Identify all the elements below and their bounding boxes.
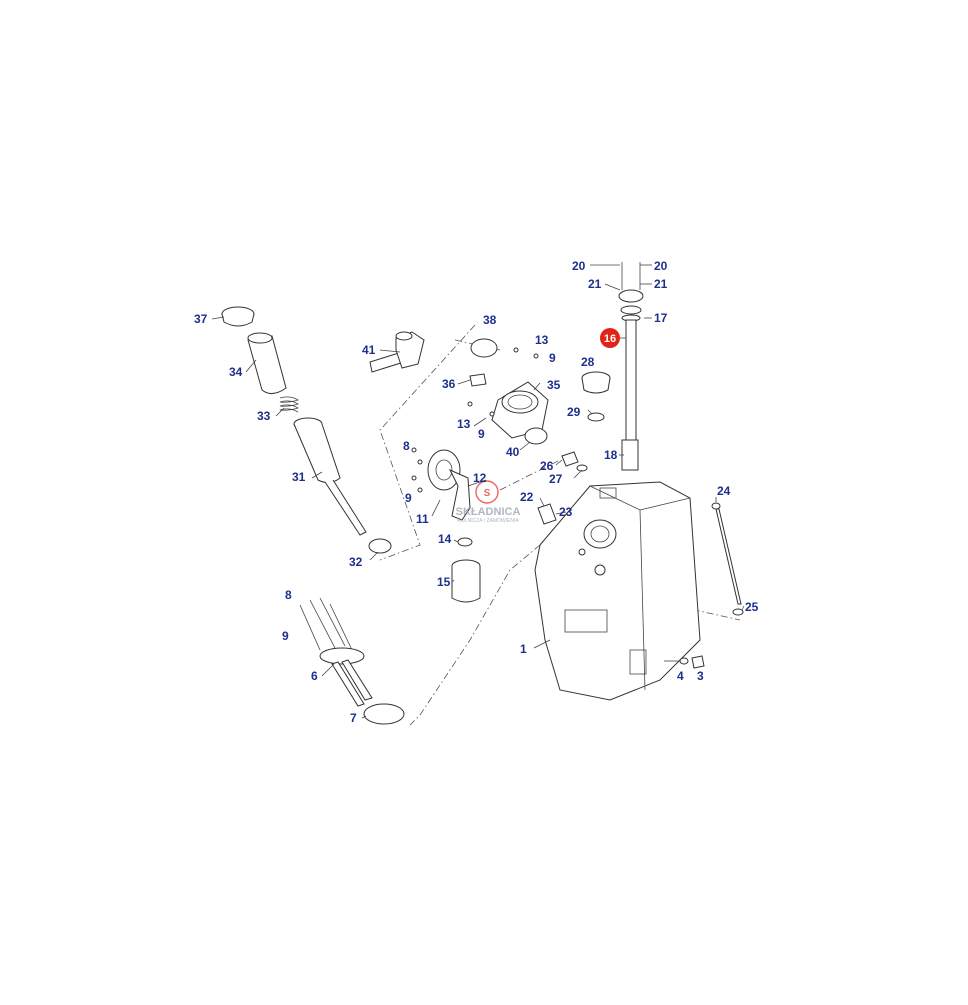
assembly-line	[409, 544, 541, 726]
callout-label: 9	[478, 427, 485, 441]
part-o-ring	[587, 412, 605, 422]
callout-label: 38	[483, 313, 497, 327]
watermark-logo: S SKŁADNICA ROLNICZA / ZAMÓWIENIA	[456, 480, 521, 524]
callout-label: 35	[547, 378, 561, 392]
callout-label: 31	[292, 470, 306, 484]
part-housing	[491, 381, 549, 439]
part-plug	[561, 451, 579, 467]
callout-label: 23	[559, 505, 573, 519]
callout-label: 21	[588, 277, 602, 291]
callout-label: 7	[350, 711, 357, 725]
callout-label: 24	[717, 484, 731, 498]
callout-label: 27	[549, 472, 563, 486]
callout-label: 28	[581, 355, 595, 369]
part-seal-cap	[581, 371, 611, 394]
highlight-marker	[600, 328, 620, 348]
callout-label: 4	[677, 669, 684, 683]
callout-label: 22	[520, 490, 534, 504]
callout-label: 12	[473, 471, 487, 485]
part-oil-filter	[451, 559, 481, 603]
watermark-text: SKŁADNICA	[456, 506, 521, 518]
callout-label: 37	[194, 312, 208, 326]
part-washer	[679, 657, 689, 665]
callout-label: 11	[416, 512, 429, 526]
part-o-ring	[576, 464, 588, 472]
callout-label: 20	[572, 259, 586, 273]
callout-label: 8	[285, 588, 292, 602]
part-filler-shaft	[621, 319, 639, 471]
part-o-ring	[368, 538, 392, 554]
callout-label: 33	[257, 409, 271, 423]
callout-label: 40	[506, 445, 520, 459]
callout-label: 1	[520, 642, 527, 656]
part-filter-element	[247, 332, 287, 394]
callout-label: 25	[745, 600, 759, 614]
callout-label: 34	[229, 365, 243, 379]
part-o-ring	[470, 338, 498, 358]
callout-label: 41	[362, 343, 376, 357]
part-sensor-bundle	[299, 597, 373, 707]
part-main-housing	[534, 481, 701, 701]
watermark-subtext: ROLNICZA / ZAMÓWIENIA	[457, 517, 519, 524]
callout-label: 6	[311, 669, 318, 683]
callout-label: 29	[567, 405, 581, 419]
callout-label: 8	[403, 439, 410, 453]
part-breather	[537, 503, 557, 525]
part-dipstick	[711, 502, 744, 616]
callout-label: 18	[604, 448, 618, 462]
callout-label: 21	[654, 277, 668, 291]
part-flange	[411, 447, 471, 521]
callout-label-highlighted: 16	[604, 333, 616, 345]
svg-text:S: S	[484, 488, 491, 499]
part-fitting	[469, 373, 487, 387]
callout-labels: 20 21 20 21 17 16 37 38 13 9 41 28 34 36…	[194, 259, 759, 725]
part-o-ring	[524, 427, 548, 445]
callout-label: 13	[535, 333, 549, 347]
callout-label: 32	[349, 555, 363, 569]
callout-label: 13	[457, 417, 471, 431]
part-tube	[293, 417, 367, 536]
callout-label: 20	[654, 259, 668, 273]
part-dipstick-head	[618, 262, 644, 322]
assembly-line	[499, 459, 561, 491]
callout-label: 15	[437, 575, 451, 589]
part-cap	[221, 306, 255, 327]
callout-label: 9	[405, 491, 412, 505]
part-drain-plug	[691, 655, 705, 669]
screw-set	[467, 347, 539, 417]
callout-label: 9	[282, 629, 289, 643]
part-gasket	[363, 703, 405, 725]
part-pipe	[369, 331, 425, 373]
callout-label: 17	[654, 311, 668, 325]
leader-lines	[211, 264, 745, 719]
callout-label: 9	[549, 351, 556, 365]
callout-label: 14	[438, 532, 452, 546]
callout-label: 26	[540, 459, 554, 473]
callout-label: 3	[697, 669, 704, 683]
callout-label: 36	[442, 377, 456, 391]
part-o-ring	[457, 537, 473, 547]
